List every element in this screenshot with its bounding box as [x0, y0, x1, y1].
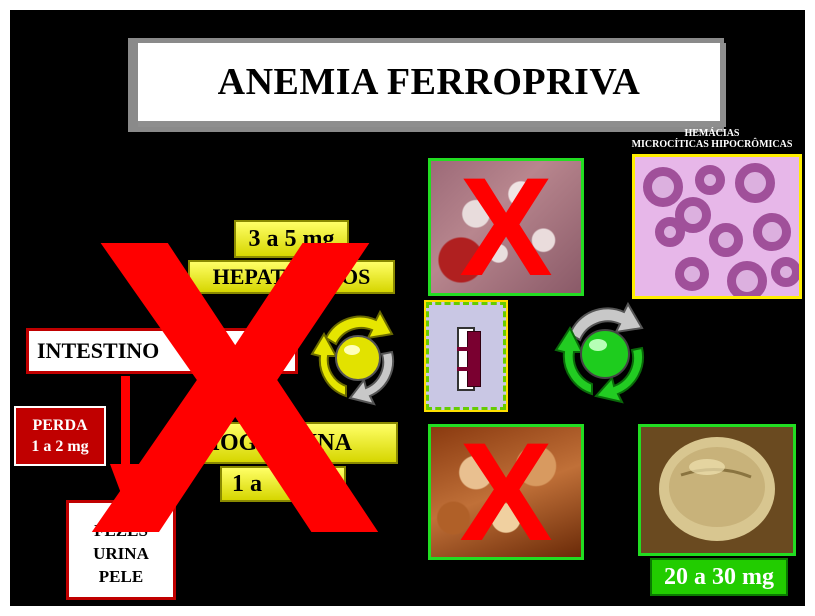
- center-panel: [426, 302, 506, 410]
- title-banner: ANEMIA FERROPRIVA: [138, 43, 726, 127]
- liver-tissue-image: X: [428, 158, 584, 296]
- rbc-cell: [735, 163, 775, 203]
- rbc-cell: [753, 213, 791, 251]
- rbc-cell-drawing: [641, 427, 793, 553]
- hemacias-caption: HEMÁCIAS MICROCÍTICAS HIPOCRÔMICAS: [622, 128, 802, 150]
- rbc-cell: [675, 257, 709, 291]
- green-cycle-icon: [550, 300, 660, 406]
- bone-marrow-x-mark: X: [431, 427, 581, 557]
- rbc-cell: [643, 167, 683, 207]
- panel-notch-top: [457, 347, 471, 351]
- slide: ANEMIA FERROPRIVA 3 a 5 mg HEPATÓCITOS I…: [10, 10, 805, 606]
- hemacias-amount-label: 20 a 30 mg: [650, 558, 788, 596]
- tissue-x-mark: X: [431, 161, 581, 293]
- large-red-x-mark: X: [72, 208, 398, 568]
- panel-notch-bottom: [457, 367, 471, 371]
- hemacias-amount-text: 20 a 30 mg: [664, 564, 774, 591]
- rbc-cell: [695, 165, 725, 195]
- single-rbc-image: [638, 424, 796, 556]
- rbc-cell: [771, 257, 801, 287]
- hemacias-caption-line1: HEMÁCIAS: [622, 128, 802, 139]
- panel-bar-right: [467, 331, 481, 387]
- rbc-cell: [727, 261, 767, 299]
- rbc-cell: [709, 223, 743, 257]
- bone-marrow-image: X: [428, 424, 584, 560]
- slide-title: ANEMIA FERROPRIVA: [218, 60, 641, 104]
- rbc-cell: [655, 217, 685, 247]
- hemacias-caption-line2: MICROCÍTICAS HIPOCRÔMICAS: [622, 139, 802, 150]
- microcytic-rbc-image: [632, 154, 802, 299]
